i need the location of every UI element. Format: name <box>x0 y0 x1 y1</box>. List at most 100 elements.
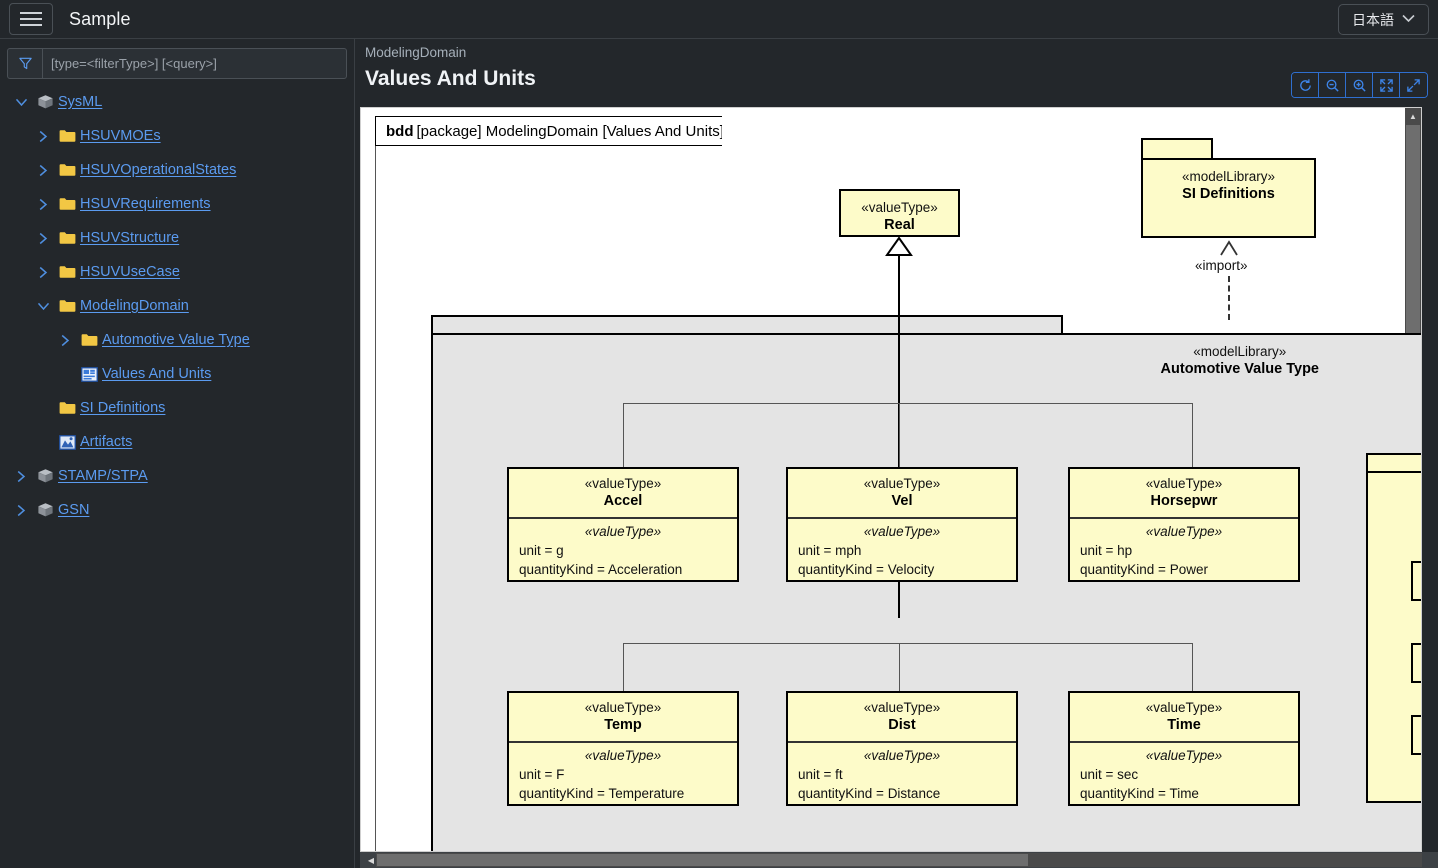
scroll-up-icon[interactable]: ▲ <box>1409 111 1417 121</box>
filter-icon[interactable] <box>8 49 43 78</box>
offscreen-child-3 <box>1411 715 1421 755</box>
sidebar-item-stamp-stpa[interactable]: STAMP/STPA <box>0 459 354 493</box>
diagram-kind: bdd <box>386 122 414 140</box>
tree-item-label: SI Definitions <box>80 400 166 416</box>
block-real[interactable]: «valueType» Real <box>839 189 960 237</box>
offscreen-package-tab <box>1366 453 1421 473</box>
avt-package-tab <box>431 315 1063 335</box>
row2-drop-temp <box>623 643 624 691</box>
sidebar-item-hsuvstructure[interactable]: HSUVStructure <box>0 221 354 255</box>
top-bar: Sample 日本語 <box>0 0 1438 39</box>
block-accel-name: Accel <box>603 493 643 509</box>
main-panel: ModelingDomain Values And Units <box>355 39 1438 868</box>
refresh-icon[interactable] <box>1292 73 1319 97</box>
chevron-right-icon[interactable] <box>32 221 54 255</box>
tree-item-label: ModelingDomain <box>80 298 189 314</box>
search-input[interactable] <box>43 49 346 78</box>
block-dist-attr-quantitykind: quantityKind = Distance <box>798 786 941 801</box>
package-offscreen-right[interactable] <box>1366 453 1421 803</box>
package-si-name: SI Definitions <box>1182 186 1275 202</box>
block-vel[interactable]: «valueType» Vel «valueType» unit = mph q… <box>786 467 1018 582</box>
block-dist[interactable]: «valueType» Dist «valueType» unit = ft q… <box>786 691 1018 806</box>
zoom-out-icon[interactable] <box>1319 73 1346 97</box>
chevron-right-icon[interactable] <box>32 255 54 289</box>
chevron-right-icon[interactable] <box>10 459 32 493</box>
sidebar-item-hsuvmoes[interactable]: HSUVMOEs <box>0 119 354 153</box>
tree-item-label: HSUVOperationalStates <box>80 162 237 178</box>
offscreen-child-1 <box>1411 561 1421 601</box>
row1-horizontal-bus <box>623 403 1193 404</box>
block-time-attr-unit: unit = sec <box>1080 767 1139 782</box>
import-dependency-line <box>1228 276 1230 320</box>
package-si-definitions[interactable]: «modelLibrary» SI Definitions <box>1141 138 1316 258</box>
row1-drop-accel <box>623 403 624 468</box>
language-selector[interactable]: 日本語 <box>1338 4 1429 35</box>
sidebar-item-modelingdomain[interactable]: ModelingDomain <box>0 289 354 323</box>
block-real-stereotype: «valueType» <box>861 200 938 215</box>
folder-icon <box>54 401 80 415</box>
row2-drop-time <box>1192 643 1193 691</box>
horizontal-scroll-thumb[interactable] <box>377 854 1028 866</box>
block-temp[interactable]: «valueType» Temp «valueType» unit = F qu… <box>507 691 739 806</box>
package-cube-icon <box>32 468 58 484</box>
artifacts-icon <box>54 434 80 450</box>
sidebar-item-sysml[interactable]: SysML <box>0 85 354 119</box>
block-temp-name: Temp <box>604 717 642 733</box>
chevron-right-icon[interactable] <box>32 153 54 187</box>
language-label: 日本語 <box>1352 11 1394 28</box>
sidebar-item-values-and-units[interactable]: Values And Units <box>0 357 354 391</box>
chevron-right-icon[interactable] <box>32 119 54 153</box>
folder-icon <box>76 333 102 347</box>
tree-item-label: Artifacts <box>80 434 133 450</box>
block-time[interactable]: «valueType» Time «valueType» unit = sec … <box>1068 691 1300 806</box>
package-si-stereotype: «modelLibrary» <box>1181 169 1276 184</box>
generalization-arrow-real <box>883 236 915 262</box>
hamburger-icon[interactable] <box>9 3 53 35</box>
block-horsepwr[interactable]: «valueType» Horsepwr «valueType» unit = … <box>1068 467 1300 582</box>
package-tab <box>1141 138 1213 160</box>
sidebar-item-artifacts[interactable]: Artifacts <box>0 425 354 459</box>
sidebar-item-hsuvrequirements[interactable]: HSUVRequirements <box>0 187 354 221</box>
block-dist-stereotype: «valueType» <box>863 700 941 715</box>
sidebar-item-automotive-value-type[interactable]: Automotive Value Type <box>0 323 354 357</box>
block-horsepwr-body-stereotype: «valueType» <box>1145 524 1223 539</box>
diagram-frame-text: [package] ModelingDomain [Values And Uni… <box>416 122 724 140</box>
sidebar-item-si-definitions[interactable]: SI Definitions <box>0 391 354 425</box>
chevron-right-icon[interactable] <box>10 493 32 527</box>
breadcrumb: ModelingDomain <box>365 45 467 60</box>
sidebar-item-gsn[interactable]: GSN <box>0 493 354 527</box>
block-time-body-stereotype: «valueType» <box>1145 748 1223 763</box>
folder-icon <box>54 163 80 177</box>
expand-icon[interactable] <box>1400 73 1427 97</box>
folder-icon <box>54 197 80 211</box>
folder-icon <box>54 231 80 245</box>
block-dist-body-stereotype: «valueType» <box>863 748 941 763</box>
chevron-right-icon[interactable] <box>54 323 76 357</box>
block-temp-attr-unit: unit = F <box>519 767 565 782</box>
sidebar: SysMLHSUVMOEsHSUVOperationalStatesHSUVRe… <box>0 39 355 868</box>
filter-bar <box>7 48 347 79</box>
fit-to-screen-icon[interactable] <box>1373 73 1400 97</box>
app-title: Sample <box>69 8 131 29</box>
zoom-in-icon[interactable] <box>1346 73 1373 97</box>
block-accel[interactable]: «valueType» Accel «valueType» unit = g q… <box>507 467 739 582</box>
chevron-right-icon[interactable] <box>32 187 54 221</box>
row2-horizontal-bus <box>623 643 1193 644</box>
sidebar-item-hsuvusecase[interactable]: HSUVUseCase <box>0 255 354 289</box>
sidebar-item-hsuvoperationalstates[interactable]: HSUVOperationalStates <box>0 153 354 187</box>
row1-drop-vel <box>899 403 900 468</box>
block-time-stereotype: «valueType» <box>1145 700 1223 715</box>
diagram-toolbar <box>1291 72 1428 98</box>
chevron-down-icon[interactable] <box>32 289 54 323</box>
block-vel-stereotype: «valueType» <box>863 476 941 491</box>
folder-icon <box>54 299 80 313</box>
block-accel-body-stereotype: «valueType» <box>584 524 662 539</box>
canvas-horizontal-scrollbar[interactable]: ◀ ▶ <box>360 852 1438 868</box>
chevron-down-icon[interactable] <box>10 85 32 119</box>
scroll-left-icon[interactable]: ◀ <box>367 855 375 865</box>
diagram-canvas[interactable]: bdd [package] ModelingDomain [Values And… <box>360 107 1422 852</box>
import-arrowhead <box>1218 239 1240 262</box>
block-horsepwr-stereotype: «valueType» <box>1145 476 1223 491</box>
